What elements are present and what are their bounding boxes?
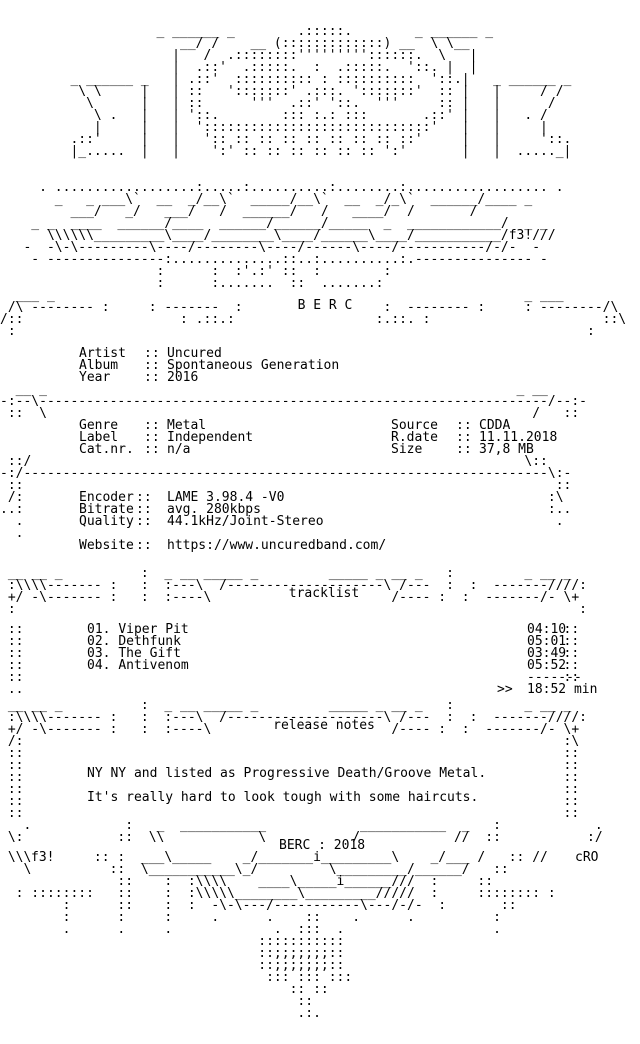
website-sep: :: [136,538,152,553]
website-label: Website [79,538,134,553]
track-1-time: 04:10 [527,622,567,637]
track-2-time: 05:01 [527,634,567,649]
year-sep: :: [144,370,160,385]
track-row-2: 02. Dethfunk 05:01 [87,634,607,649]
notes-line-2: It's really hard to look tough with some… [87,790,479,805]
quality-sep: :: [136,514,152,529]
footer-right-tag: cRO [575,850,599,865]
encoder-value: LAME 3.98.4 -V0 [167,490,285,505]
track-3-title: 03. The Gift [87,646,181,661]
footer-frame-art: . : _ ___________ ___________ _ : . \: :… [7,818,603,845]
track-4-time: 05:52 [527,658,567,673]
encoder-sep: :: [136,490,152,505]
rdate-label: R.date [391,430,438,445]
source-value: CDDA [479,418,511,433]
footer-skull-art: \\\ :: : ___\_____ _/_______i_________\ … [7,850,556,1021]
header-skull-art: _ ______ _ .:::::. _ ______ _ __/ / __ (… [70,24,572,159]
tracklist-side-borders: :: :: :: :: :: [7,622,580,697]
info-divider-bottom: ::/ \:: -:/-----------------------------… [0,454,572,493]
header-frame-art: ___ _ _ ___ /\ -------- : : ------- : : … [0,288,627,339]
label-label: Label [79,430,119,445]
track-3-time: 03:49 [527,646,567,661]
album-label: Album [79,358,119,373]
bitrate-value: avg. 280kbps [167,502,261,517]
genre-label: Genre [79,418,119,433]
album-sep: :: [144,358,160,373]
track-row-1: 01. Viper Pit 04:10 [87,622,607,637]
info-side-borders: /: :\ ..: :.. . [0,490,572,541]
year-label: Year [79,370,111,385]
track-row-3: 03. The Gift 03:49 [87,646,607,661]
artist-sep: :: [144,346,160,361]
size-value: 37,8 MB [479,442,534,457]
year-value: 2016 [167,370,199,385]
group-tag: B E R C [297,298,353,313]
encoder-label: Encoder [79,490,134,505]
rdate-value: 11.11.2018 [479,430,558,445]
catnr-sep: :: [144,442,160,457]
album-value: Spontaneous Generation [167,358,340,373]
total-divider: ------- [527,670,582,685]
size-label: Size [391,442,423,457]
notes-line-1: NY NY and listed as Progressive Death/Gr… [87,766,487,781]
quality-label: Quality [79,514,134,529]
track-2-title: 02. Dethfunk [87,634,181,649]
track-4-title: 04. Antivenom [87,658,189,673]
tracklist-frame-art: __ __ _ : _ __ _____ _ _____ _ __ _ : _ … [7,566,587,617]
total-duration: 18:52 min [527,682,598,697]
source-sep: :: [456,418,472,433]
tracklist-title: tracklist [288,586,360,601]
label-value: Independent [167,430,254,445]
footer-left-tag: f3! [31,850,55,865]
track-row-4: 04. Antivenom 05:52 [87,658,607,673]
rdate-sep: :: [456,430,472,445]
total-marker: >> [497,682,513,697]
footer-center: BERC : 2018 [279,838,366,853]
info-divider-top: __ _ _ __ -:--\-------------------------… [0,382,587,421]
catnr-label: Cat.nr. [79,442,134,457]
notes-title: release notes [273,718,375,733]
artist-label: Artist [79,346,126,361]
artist-value: Uncured [167,346,222,361]
bitrate-sep: :: [136,502,152,517]
header-banner-art: . ..................:.....:..........:..… [23,180,564,291]
size-sep: :: [456,442,472,457]
genre-value: Metal [167,418,207,433]
catnr-value: n/a [167,442,191,457]
notes-side-borders: :: :: :: :: :: [7,746,580,821]
source-label: Source [391,418,438,433]
notes-frame-art: __ __ _ : _ __ _____ _ _____ _ __ _ : _ … [7,698,587,749]
label-sep: :: [144,430,160,445]
track-1-title: 01. Viper Pit [87,622,189,637]
website-value: https://www.uncuredband.com/ [167,538,387,553]
bitrate-label: Bitrate [79,502,134,517]
genre-sep: :: [144,418,160,433]
quality-value: 44.1kHz/Joint-Stereo [167,514,324,529]
